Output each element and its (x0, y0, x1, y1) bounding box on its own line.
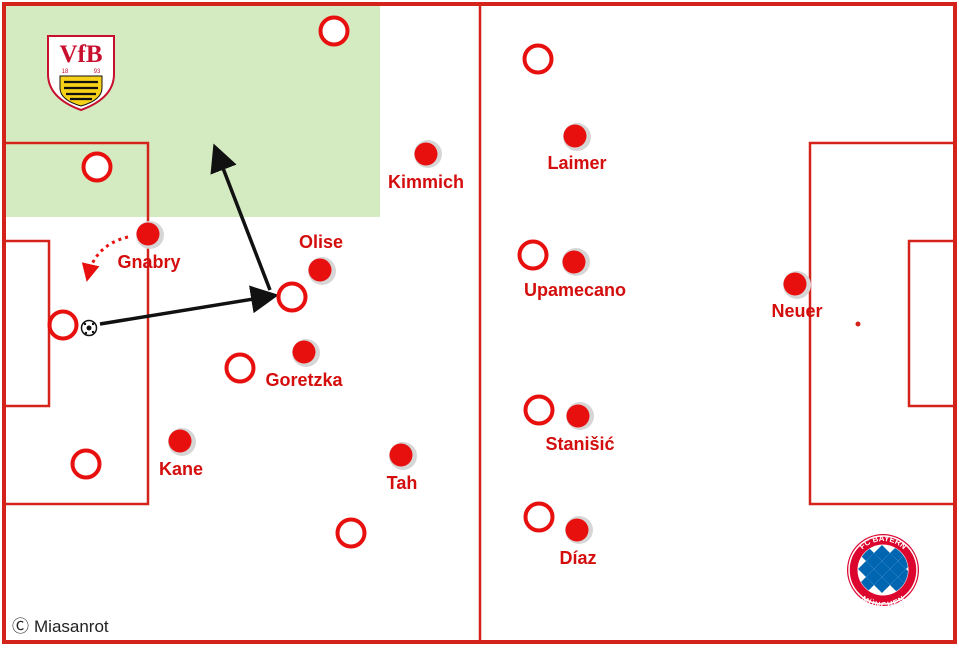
player-olise: Olise (299, 232, 343, 285)
player-diaz: Díaz (559, 516, 597, 568)
crest-year: 18 (62, 69, 69, 75)
player-label: Stanišić (545, 434, 614, 454)
opponent-marker (523, 501, 555, 533)
player-label: Olise (299, 232, 343, 252)
opponents (47, 15, 555, 549)
opponent-marker (517, 239, 549, 271)
opponent-marker (224, 352, 256, 384)
right-penalty-area (808, 141, 957, 506)
vfb-stuttgart-crest: VfB 18 93 (47, 35, 115, 112)
player-gnabry: Gnabry (117, 221, 181, 272)
credit-text: Miasanrot (34, 617, 109, 636)
opponent-marker (70, 448, 102, 480)
player-upamecano: Upamecano (524, 248, 626, 300)
opponent-marker (81, 151, 113, 183)
player-label: Upamecano (524, 280, 626, 300)
player-stanisic: Stanišić (545, 402, 615, 454)
player-laimer: Laimer (547, 123, 607, 173)
player-label: Laimer (547, 153, 606, 173)
crest-text: VfB (59, 41, 102, 68)
player-kimmich: Kimmich (388, 140, 464, 192)
right-goal-area (907, 239, 957, 408)
player-kane: Kane (159, 428, 203, 479)
player-label: Díaz (559, 548, 596, 568)
credit-symbol: Ⓒ (12, 617, 29, 636)
opponent-marker (523, 394, 555, 426)
player-neuer: Neuer (771, 271, 823, 321)
opponent-marker (276, 281, 308, 313)
penalty-spot (855, 321, 861, 327)
player-label: Kane (159, 459, 203, 479)
pass-arrow (210, 143, 272, 291)
opponent-marker (335, 517, 367, 549)
crest-year: 93 (94, 69, 101, 75)
dotted-run-arrow (81, 235, 129, 282)
player-label: Gnabry (117, 252, 180, 272)
opponent-marker (522, 43, 554, 75)
opponent-marker (318, 15, 350, 47)
player-label: Kimmich (388, 172, 464, 192)
opponent-marker (47, 309, 79, 341)
pass-arrow (99, 285, 279, 326)
ball-icon (80, 319, 98, 337)
player-label: Goretzka (265, 370, 343, 390)
left-goal-area (2, 239, 51, 408)
fc-bayern-crest: FC BAYERN MÜNCHEN (847, 534, 919, 610)
player-label: Neuer (771, 301, 822, 321)
player-label: Tah (387, 473, 418, 493)
player-goretzka: Goretzka (265, 339, 344, 390)
player-tah: Tah (387, 442, 418, 493)
